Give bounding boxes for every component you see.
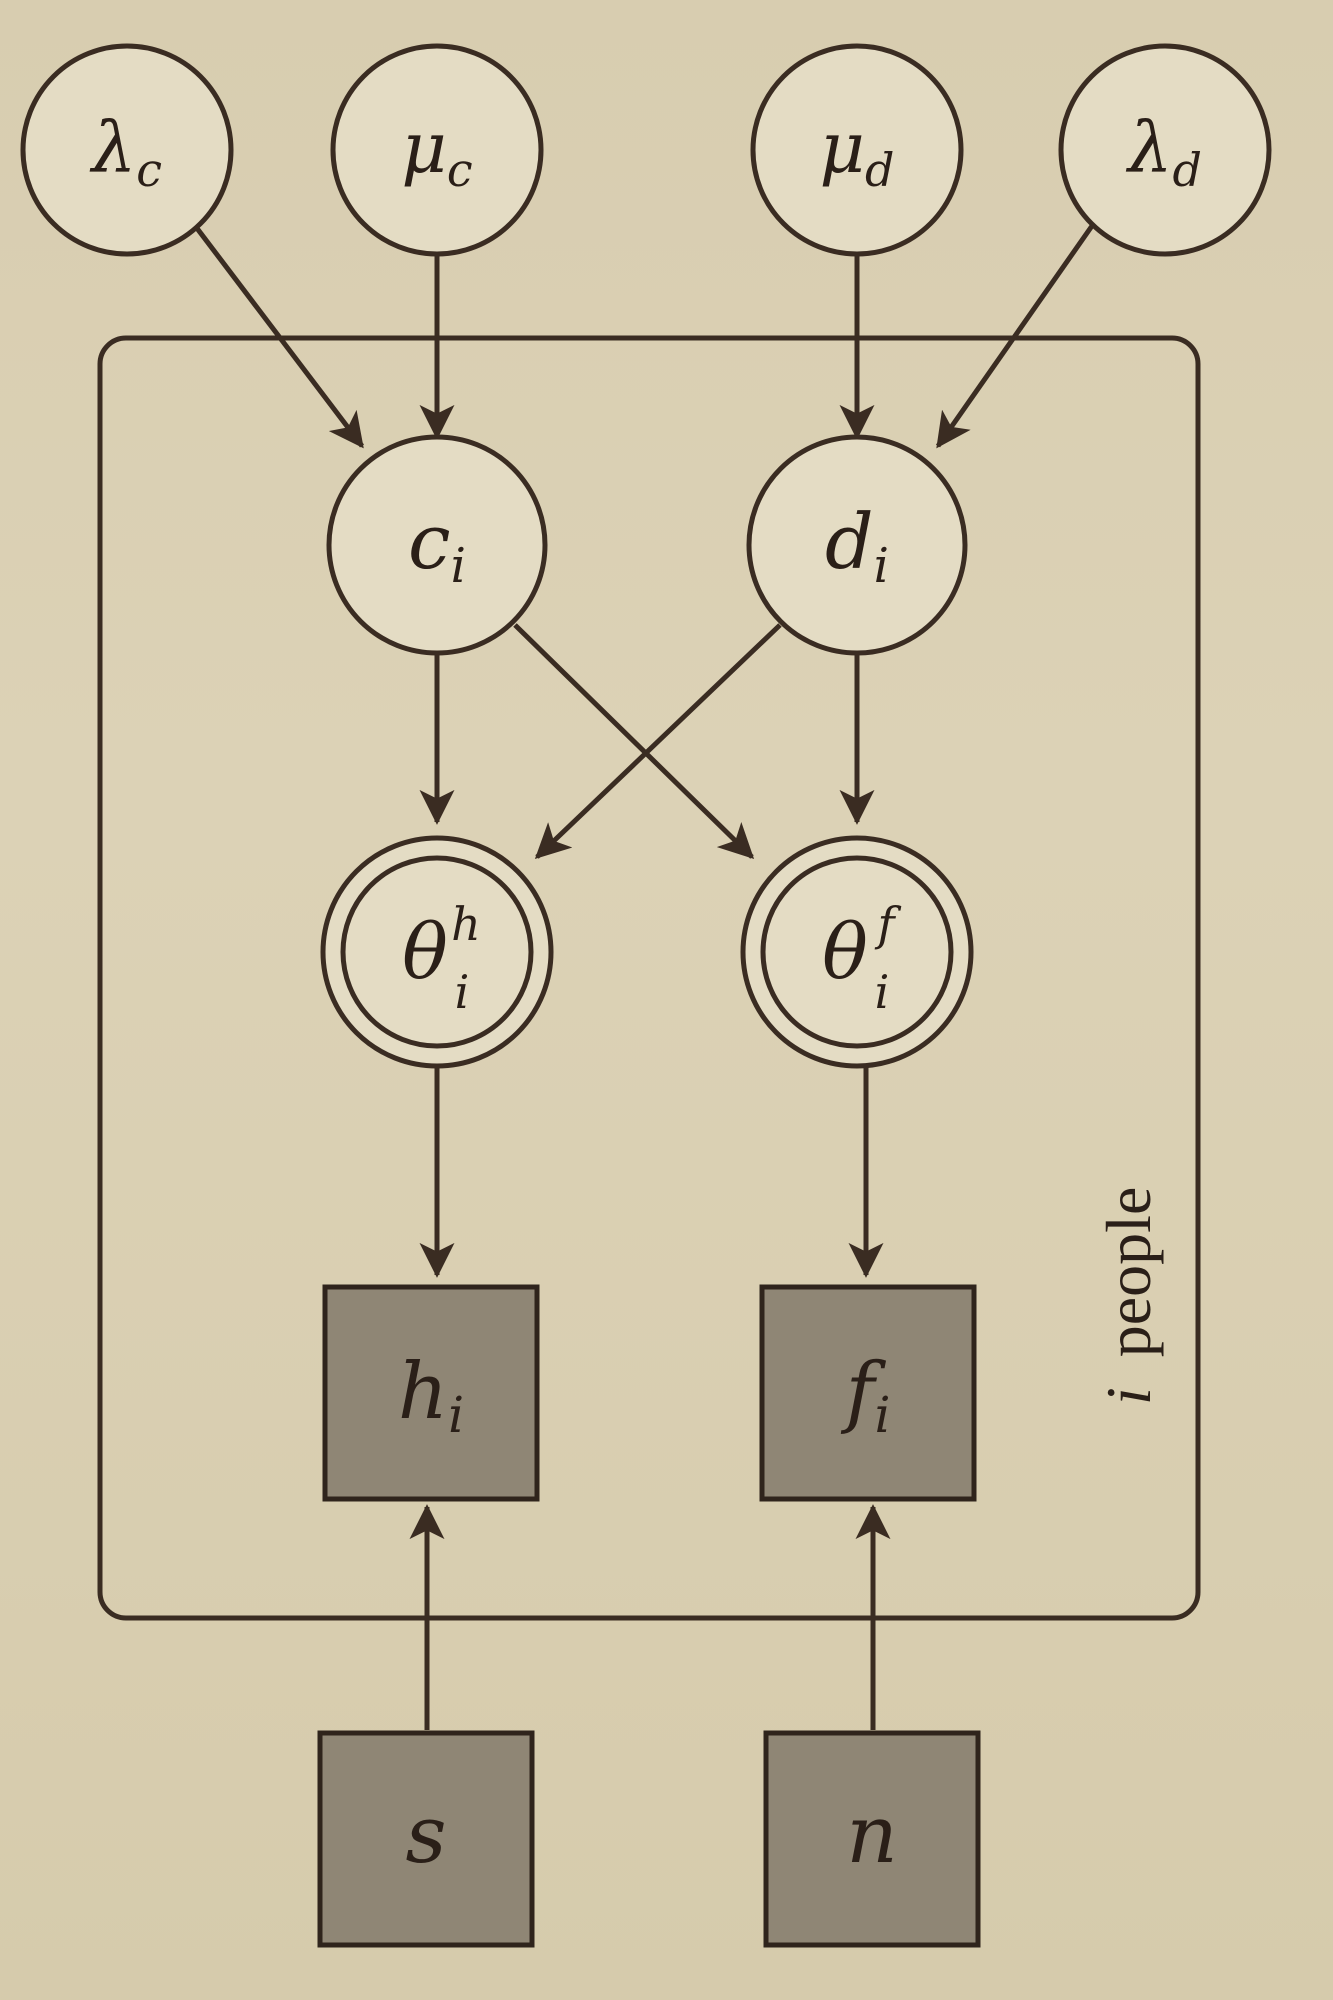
node-n: n xyxy=(763,1730,981,1948)
svg-text:ci: ci xyxy=(408,497,466,594)
node-d-i-symbol: d xyxy=(825,497,874,586)
node-h-i: hi xyxy=(322,1284,540,1502)
svg-text:μc: μc xyxy=(401,107,472,197)
node-mu-c-symbol: μ xyxy=(401,107,447,189)
node-theta-h-symbol: θ xyxy=(402,907,448,996)
edge-lambda-d-to-d-i xyxy=(935,221,1097,449)
node-theta-h: θ h i xyxy=(320,835,554,1069)
node-theta-f-sub: i xyxy=(875,965,890,1019)
svg-text:θ: θ xyxy=(402,907,448,996)
node-h-i-sub: i xyxy=(448,1386,464,1444)
edge-d-i-to-theta-h xyxy=(534,623,782,860)
plate-text: people xyxy=(1093,1187,1164,1358)
node-mu-c-sub: c xyxy=(447,143,473,197)
node-d-i-sub: i xyxy=(874,538,889,594)
plate-label: i people xyxy=(1093,1187,1164,1405)
node-n-symbol: n xyxy=(846,1788,898,1881)
node-mu-d-symbol: μ xyxy=(820,107,866,189)
node-theta-f-symbol: θ xyxy=(822,907,868,996)
node-mu-d-sub: d xyxy=(865,143,894,197)
node-theta-f: θ f i xyxy=(740,835,974,1069)
node-c-i-symbol: c xyxy=(408,497,451,586)
svg-text:λd: λd xyxy=(1125,107,1202,197)
node-lambda-c: λc xyxy=(20,43,234,257)
node-lambda-c-symbol: λ xyxy=(89,107,136,189)
svg-text:μd: μd xyxy=(820,107,895,197)
svg-text:λc: λc xyxy=(89,107,162,197)
node-s-symbol: s xyxy=(405,1788,446,1881)
node-theta-h-sup: h xyxy=(451,897,481,951)
node-h-i-symbol: h xyxy=(398,1347,448,1437)
node-theta-h-sub: i xyxy=(455,965,470,1019)
edge-c-i-to-theta-f xyxy=(513,623,755,860)
node-s: s xyxy=(317,1730,535,1948)
node-c-i-sub: i xyxy=(451,538,466,594)
node-mu-d: μd xyxy=(750,43,964,257)
node-lambda-d-symbol: λ xyxy=(1125,107,1172,189)
plate-people xyxy=(97,335,1201,1621)
node-mu-c: μc xyxy=(330,43,544,257)
svg-text:θ: θ xyxy=(822,907,868,996)
svg-text:di: di xyxy=(825,497,889,594)
node-c-i: ci xyxy=(326,434,548,656)
node-lambda-d: λd xyxy=(1058,43,1272,257)
svg-text:hi: hi xyxy=(398,1347,464,1444)
node-lambda-d-sub: d xyxy=(1172,143,1201,197)
edge-lambda-c-to-c-i xyxy=(191,221,364,449)
node-lambda-c-sub: c xyxy=(136,143,162,197)
node-d-i: di xyxy=(746,434,968,656)
plate-index: i xyxy=(1093,1387,1164,1405)
node-f-i-sub: i xyxy=(874,1386,890,1444)
node-f-i: fi xyxy=(759,1284,977,1502)
